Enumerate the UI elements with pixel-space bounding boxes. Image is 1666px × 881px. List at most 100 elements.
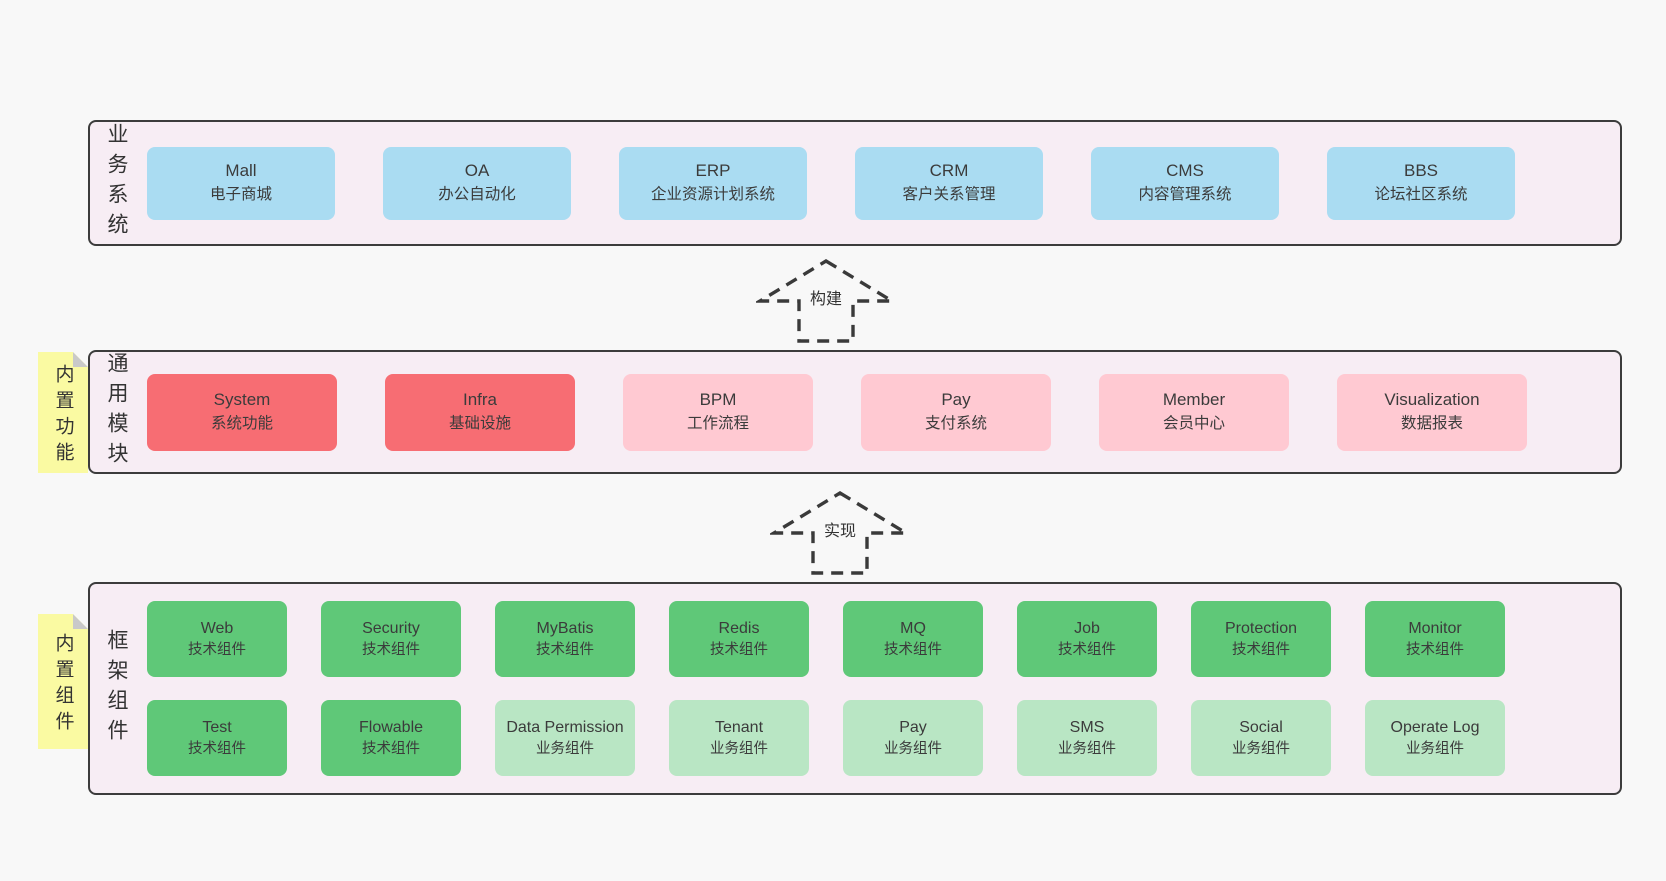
box-name: Redis — [718, 619, 760, 637]
box-erp: ERP 企业资源计划系统 — [619, 146, 807, 220]
component-redis: Redis 技术组件 — [669, 601, 809, 677]
box-name: Test — [202, 718, 232, 736]
box-desc: 系统功能 — [210, 415, 273, 433]
box-name: ERP — [695, 161, 731, 181]
arrow-build-label: 构建 — [804, 282, 848, 313]
common-box-row: System 系统功能 Infra 基础设施 BPM 工作流程 Pay 支付系统… — [147, 352, 1606, 472]
component-flowable: Flowable 技术组件 — [321, 700, 461, 776]
box-name: Member — [1162, 390, 1226, 410]
framework-rows: Web 技术组件 Security 技术组件 MyBatis 技术组件 Redi… — [147, 601, 1606, 776]
component-social: Social 业务组件 — [1191, 700, 1331, 776]
box-name: Pay — [941, 390, 971, 410]
box-desc: 业务组件 — [1232, 741, 1290, 758]
box-desc: 电子商城 — [209, 186, 272, 204]
box-name: SMS — [1069, 718, 1105, 736]
component-pay: Pay 业务组件 — [843, 700, 983, 776]
sticky-note-text: 内置组件 — [52, 632, 74, 737]
box-name: Mall — [225, 161, 257, 181]
box-desc: 论坛社区系统 — [1374, 186, 1468, 204]
component-monitor: Monitor 技术组件 — [1365, 601, 1505, 677]
sticky-note-text: 内置功能 — [52, 363, 74, 468]
component-job: Job 技术组件 — [1017, 601, 1157, 677]
box-oa: OA 办公自动化 — [383, 146, 571, 220]
arrow-build: 构建 — [756, 257, 896, 345]
box-desc: 技术组件 — [710, 642, 768, 659]
module-system: System 系统功能 — [147, 373, 337, 451]
panel-common-modules: 通用模块 System 系统功能 Infra 基础设施 BPM 工作流程 Pay… — [88, 350, 1622, 474]
box-name: Tenant — [714, 718, 764, 736]
box-name: Infra — [462, 390, 498, 410]
component-sms: SMS 业务组件 — [1017, 700, 1157, 776]
module-infra: Infra 基础设施 — [385, 373, 575, 451]
box-name: Data Permission — [506, 718, 624, 736]
business-box-row: Mall 电子商城 OA 办公自动化 ERP 企业资源计划系统 CRM 客户关系… — [147, 122, 1606, 244]
box-name: Job — [1074, 619, 1100, 637]
box-name: BPM — [699, 390, 737, 410]
component-protection: Protection 技术组件 — [1191, 601, 1331, 677]
box-desc: 支付系统 — [924, 415, 987, 433]
arrow-implement-label: 实现 — [818, 514, 862, 545]
dashed-up-arrow-icon — [770, 491, 910, 575]
box-desc: 客户关系管理 — [902, 186, 996, 204]
component-test: Test 技术组件 — [147, 700, 287, 776]
component-web: Web 技术组件 — [147, 601, 287, 677]
box-desc: 业务组件 — [710, 741, 768, 758]
box-name: Visualization — [1384, 390, 1480, 410]
box-name: Social — [1239, 718, 1283, 736]
component-security: Security 技术组件 — [321, 601, 461, 677]
module-visualization: Visualization 数据报表 — [1337, 373, 1527, 451]
panel-common-label: 通用模块 — [105, 352, 128, 472]
box-name: MyBatis — [536, 619, 594, 637]
box-name: Operate Log — [1390, 718, 1480, 736]
box-desc: 技术组件 — [362, 741, 420, 758]
box-desc: 企业资源计划系统 — [650, 186, 775, 204]
box-name: MQ — [900, 619, 926, 637]
folded-corner-icon — [73, 614, 88, 629]
box-desc: 工作流程 — [686, 415, 749, 433]
box-name: Pay — [899, 718, 927, 736]
dashed-up-arrow-icon — [756, 259, 896, 343]
box-name: Web — [200, 619, 234, 637]
box-mall: Mall 电子商城 — [147, 146, 335, 220]
box-desc: 内容管理系统 — [1138, 186, 1232, 204]
box-desc: 数据报表 — [1400, 415, 1463, 433]
component-mybatis: MyBatis 技术组件 — [495, 601, 635, 677]
box-name: OA — [464, 161, 490, 181]
box-desc: 技术组件 — [536, 642, 594, 659]
box-name: CMS — [1166, 161, 1204, 181]
box-name: Flowable — [358, 718, 424, 736]
box-crm: CRM 客户关系管理 — [855, 146, 1043, 220]
box-desc: 技术组件 — [1406, 642, 1464, 659]
sticky-note-builtin-features: 内置功能 — [38, 352, 88, 473]
arrow-implement: 实现 — [770, 489, 910, 577]
panel-business-systems: 业务系统 Mall 电子商城 OA 办公自动化 ERP 企业资源计划系统 CRM… — [88, 120, 1622, 246]
box-name: BBS — [1403, 161, 1439, 181]
box-name: CRM — [929, 161, 969, 181]
box-desc: 业务组件 — [884, 741, 942, 758]
box-desc: 业务组件 — [536, 741, 594, 758]
sticky-note-builtin-components: 内置组件 — [38, 614, 88, 749]
panel-framework-label: 框架组件 — [105, 628, 128, 749]
box-name: Security — [362, 619, 420, 637]
box-desc: 业务组件 — [1058, 741, 1116, 758]
framework-row-1: Web 技术组件 Security 技术组件 MyBatis 技术组件 Redi… — [147, 601, 1606, 677]
box-desc: 技术组件 — [1232, 642, 1290, 659]
panel-framework-components: 框架组件 Web 技术组件 Security 技术组件 MyBatis 技术组件… — [88, 582, 1622, 795]
panel-business-label: 业务系统 — [105, 123, 128, 243]
box-desc: 技术组件 — [884, 642, 942, 659]
framework-row-2: Test 技术组件 Flowable 技术组件 Data Permission … — [147, 700, 1606, 776]
component-data-permission: Data Permission 业务组件 — [495, 700, 635, 776]
component-operate-log: Operate Log 业务组件 — [1365, 700, 1505, 776]
box-desc: 办公自动化 — [438, 186, 516, 204]
box-desc: 技术组件 — [1058, 642, 1116, 659]
module-bpm: BPM 工作流程 — [623, 373, 813, 451]
box-desc: 业务组件 — [1406, 741, 1464, 758]
folded-corner-icon — [73, 352, 88, 367]
component-tenant: Tenant 业务组件 — [669, 700, 809, 776]
module-member: Member 会员中心 — [1099, 373, 1289, 451]
component-mq: MQ 技术组件 — [843, 601, 983, 677]
box-desc: 技术组件 — [362, 642, 420, 659]
box-desc: 技术组件 — [188, 741, 246, 758]
module-pay: Pay 支付系统 — [861, 373, 1051, 451]
